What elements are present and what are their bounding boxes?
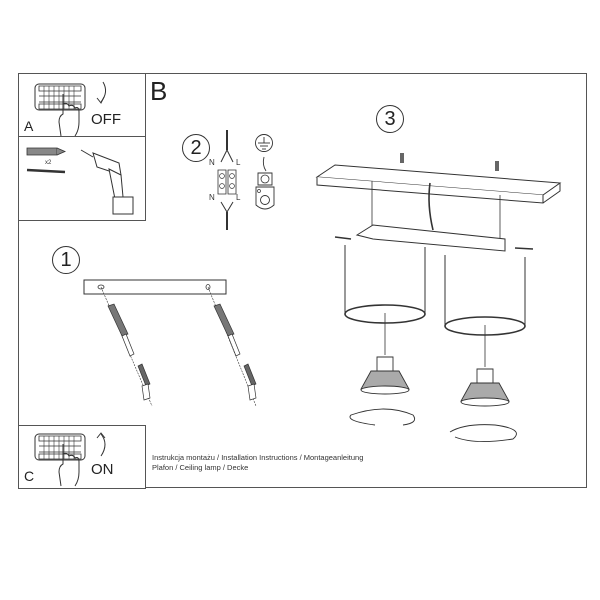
rotate-counterclockwise-arrow <box>450 425 516 442</box>
terminal-block-wiring-diagram <box>215 130 245 230</box>
panel-b-letter: B <box>150 76 168 106</box>
circuit-breaker-icon <box>33 430 93 470</box>
power-drill-icon <box>81 145 141 220</box>
arrow-down-curved-icon <box>93 80 113 106</box>
step-3-marker: 3 <box>376 105 404 133</box>
hand-pointer-icon <box>57 442 87 482</box>
panel-tools: x2 <box>18 136 146 221</box>
earth-ground-icon <box>252 133 282 223</box>
arrow-up-curved-icon <box>93 430 113 458</box>
wire-label-l-bottom: L <box>236 193 241 202</box>
caption-line-2: Plafon / Ceiling lamp / Decke <box>152 463 249 472</box>
rotate-clockwise-arrow <box>350 409 415 425</box>
hand-pointer-icon <box>57 92 87 132</box>
on-label: ON <box>91 461 114 478</box>
wire-label-n-top: N <box>209 158 215 167</box>
wire-label-n-bottom: N <box>209 193 215 202</box>
caption-line-1: Instrukcja montażu / Installation Instru… <box>152 453 364 462</box>
quantity-label: x2 <box>45 160 52 166</box>
panel-a-letter: A <box>24 118 34 134</box>
screw-icon <box>27 168 67 174</box>
circuit-breaker-icon <box>33 80 93 120</box>
panel-c-switch-on: C ON <box>18 425 146 489</box>
wall-plug-icon <box>27 147 67 157</box>
step-2-marker: 2 <box>182 134 210 162</box>
ceiling-lamp-assembly-diagram <box>315 153 555 445</box>
panel-a-switch-off: A OFF <box>18 73 146 138</box>
wire-label-l-top: L <box>236 158 241 167</box>
panel-c-letter: C <box>24 468 35 484</box>
step-1-marker: 1 <box>52 246 80 274</box>
mounting-bar-with-screws-diagram <box>84 278 234 408</box>
off-label: OFF <box>91 111 121 128</box>
instruction-sheet-frame <box>18 73 587 488</box>
